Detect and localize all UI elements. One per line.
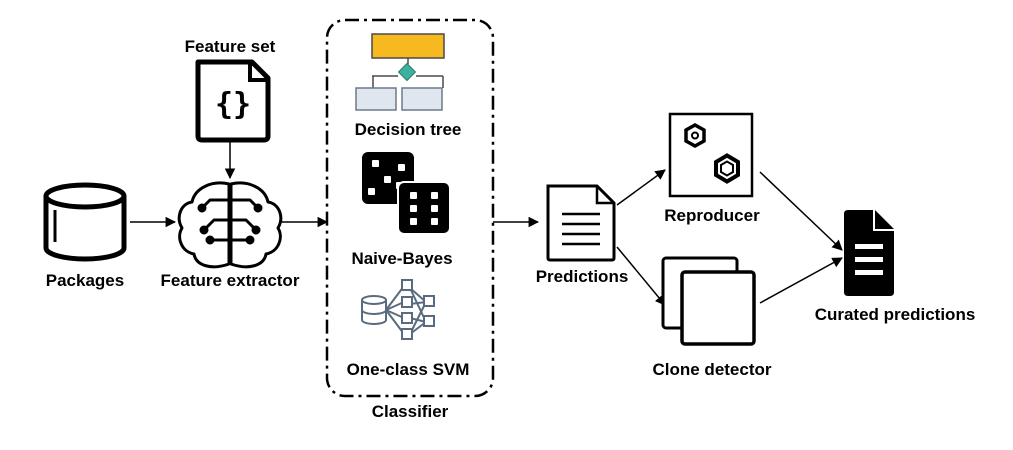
predictions-node: Predictions	[536, 184, 629, 286]
feature-set-node: Feature set {}	[185, 37, 276, 143]
gears-icon	[668, 112, 754, 198]
predictions-label: Predictions	[536, 267, 629, 286]
database-network-icon	[361, 279, 435, 340]
reproducer-label: Reproducer	[664, 206, 760, 225]
packages-node: Packages	[43, 182, 127, 290]
classifier-label: Classifier	[372, 402, 449, 421]
classifier-group: Classifier Decision tree Na	[325, 18, 495, 421]
brain-circuit-icon	[177, 181, 283, 269]
clone-detector-node: Clone detector	[652, 256, 772, 379]
feature-extractor-node: Feature extractor	[161, 181, 300, 290]
arrow-clone-to-curated	[759, 257, 843, 304]
decision-tree-label: Decision tree	[355, 120, 462, 139]
arrow-predictions-to-clone	[616, 246, 666, 306]
one-class-svm-label: One-class SVM	[347, 360, 470, 379]
arrow-predictions-to-reproducer	[616, 169, 666, 206]
classifier-border	[325, 18, 495, 398]
feature-extractor-label: Feature extractor	[161, 271, 300, 290]
document-icon	[546, 184, 616, 262]
clone-icon	[661, 256, 756, 346]
json-file-icon: {}	[195, 59, 271, 143]
feature-set-label: Feature set	[185, 37, 276, 56]
naive-bayes-label: Naive-Bayes	[351, 249, 452, 268]
decision-tree-icon	[355, 33, 445, 111]
svg-text:{}: {}	[215, 87, 251, 122]
reproducer-node: Reproducer	[664, 112, 760, 225]
connectors	[130, 140, 843, 306]
curated-predictions-label: Curated predictions	[815, 305, 976, 324]
document-filled-icon	[844, 210, 894, 296]
dice-icon	[362, 152, 451, 235]
clone-detector-label: Clone detector	[652, 360, 771, 379]
curated-predictions-node: Curated predictions	[815, 210, 976, 324]
arrow-reproducer-to-curated	[759, 171, 843, 251]
database-icon	[43, 182, 127, 262]
packages-label: Packages	[46, 271, 124, 290]
